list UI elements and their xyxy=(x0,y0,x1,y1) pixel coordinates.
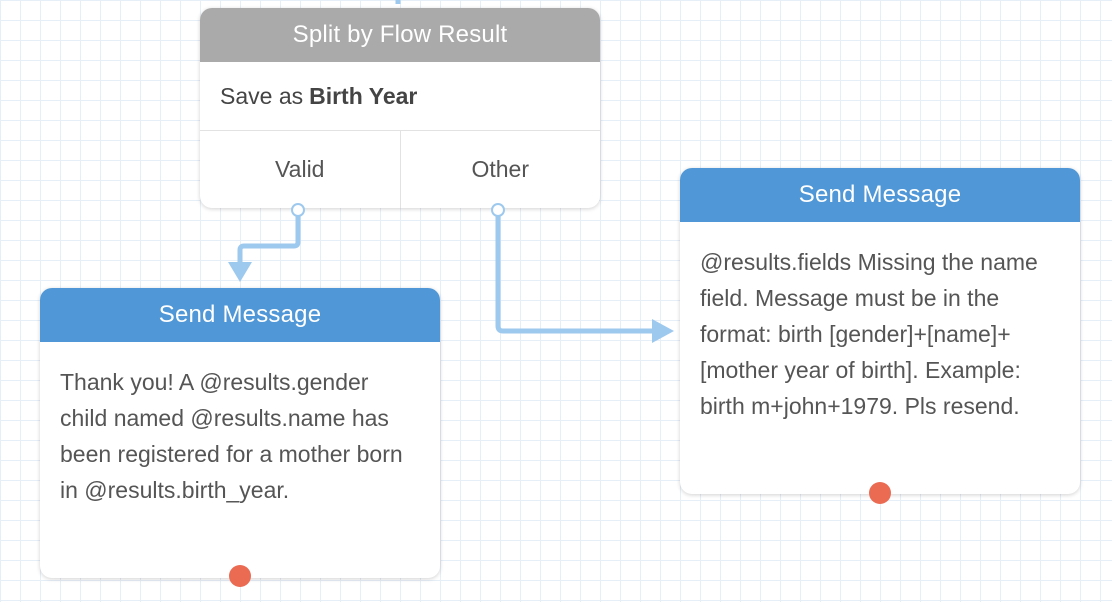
exit-valid-port[interactable] xyxy=(291,203,305,217)
split-node-save-as: Save as Birth Year xyxy=(200,62,600,131)
node-exit-dot[interactable] xyxy=(229,565,251,587)
split-node-header[interactable]: Split by Flow Result xyxy=(200,8,600,62)
send-message-title: Send Message xyxy=(158,301,322,328)
message-text: @results.fields Missing the name field. … xyxy=(700,249,1038,419)
arrow-other xyxy=(652,319,674,343)
send-message-header[interactable]: Send Message xyxy=(40,288,440,342)
message-text: Thank you! A @results.gender child named… xyxy=(60,369,403,503)
send-message-header[interactable]: Send Message xyxy=(680,168,1080,222)
node-exit-dot[interactable] xyxy=(869,482,891,504)
exit-other-label: Other xyxy=(471,156,530,182)
split-node-title: Split by Flow Result xyxy=(292,21,508,48)
exit-valid[interactable]: Valid xyxy=(200,131,400,208)
split-node-exits: Valid Other xyxy=(200,131,600,208)
connector-other xyxy=(495,214,652,334)
exit-other-port[interactable] xyxy=(491,203,505,217)
exit-other[interactable]: Other xyxy=(399,131,601,208)
connector-valid xyxy=(237,214,301,262)
exit-valid-label: Valid xyxy=(275,156,325,182)
split-by-flow-result-node[interactable]: Split by Flow Result Save as Birth Year … xyxy=(200,8,600,217)
save-as-prefix: Save as xyxy=(220,82,304,109)
send-message-title: Send Message xyxy=(798,181,962,208)
arrow-valid xyxy=(228,262,252,282)
send-message-node-error[interactable]: Send Message @results.fields Missing the… xyxy=(680,168,1080,504)
send-message-node-success[interactable]: Send Message Thank you! A @results.gende… xyxy=(40,288,440,587)
save-as-result-name: Birth Year xyxy=(309,82,418,109)
